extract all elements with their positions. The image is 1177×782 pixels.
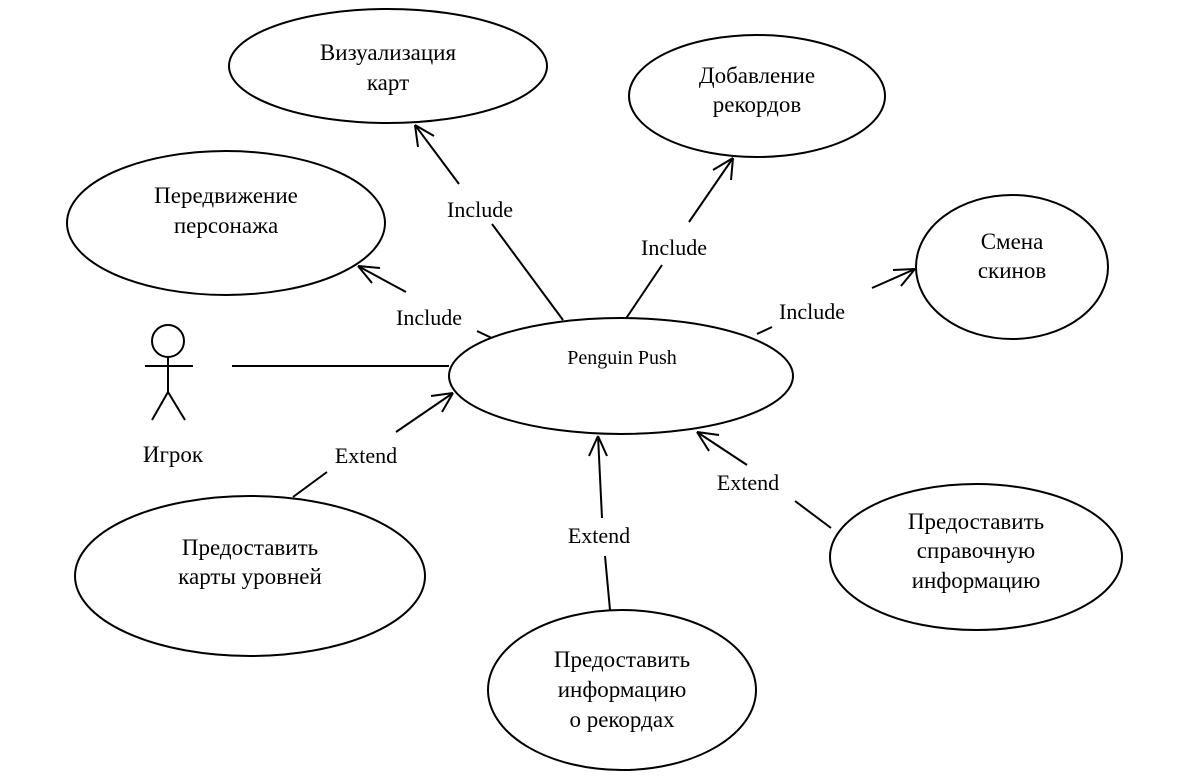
use-case-skins-line-2: скинов xyxy=(978,258,1047,283)
use-case-help-info-line-2: справочную xyxy=(917,538,1035,563)
use-case-records-info-line-3: о рекордах xyxy=(569,707,675,732)
relation-label-visualization: Include xyxy=(447,197,513,222)
use-case-records-info-line-2: информацию xyxy=(558,677,687,702)
connector-skins xyxy=(756,268,916,335)
use-case-movement-line-2: персонажа xyxy=(174,213,278,238)
use-case-help-info: Предоставить справочную информацию xyxy=(829,483,1123,631)
actor-left-leg xyxy=(151,391,169,421)
connector-levels xyxy=(292,392,454,498)
actor-right-leg xyxy=(167,391,186,421)
use-case-levels-line-1: Предоставить xyxy=(182,535,318,560)
connector-help-info xyxy=(696,431,832,529)
use-case-records-add-line-2: рекордов xyxy=(713,92,802,117)
use-case-records-info-line-1: Предоставить xyxy=(554,647,690,672)
relation-label-records-add: Include xyxy=(641,235,707,260)
connector-movement xyxy=(357,265,497,341)
use-case-help-info-line-1: Предоставить xyxy=(908,509,1044,534)
use-case-visualization-line-1: Визуализация xyxy=(320,40,457,65)
actor-head xyxy=(151,324,185,358)
use-case-skins-line-1: Смена xyxy=(981,229,1044,254)
connector-records-info xyxy=(588,435,611,611)
system-use-case: Penguin Push xyxy=(448,317,794,435)
use-case-help-info-line-3: информацию xyxy=(912,568,1041,593)
connector-records-add xyxy=(624,157,734,321)
use-case-levels-line-2: карты уровней xyxy=(178,564,322,589)
relation-label-movement: Include xyxy=(396,305,462,330)
use-case-levels: Предоставить карты уровней xyxy=(74,495,426,657)
use-case-skins: Смена скинов xyxy=(915,194,1109,340)
relation-label-skins: Include xyxy=(779,299,845,324)
connector-visualization xyxy=(414,124,564,321)
use-case-records-add-line-1: Добавление xyxy=(699,63,815,88)
use-case-movement-line-1: Передвижение xyxy=(154,183,298,208)
system-label: Penguin Push xyxy=(567,347,676,369)
use-case-records-add: Добавление рекордов xyxy=(628,34,886,158)
use-case-visualization-line-2: карт xyxy=(367,70,409,95)
use-case-movement: Передвижение персонажа xyxy=(66,150,386,296)
actor-player: Игрок xyxy=(143,324,204,467)
relation-label-levels: Extend xyxy=(335,443,397,468)
use-case-visualization: Визуализация карт xyxy=(228,8,548,124)
relation-label-records-info: Extend xyxy=(568,523,630,548)
relation-label-help-info: Extend xyxy=(717,470,779,495)
use-case-records-info: Предоставить информацию о рекордах xyxy=(487,609,757,771)
actor-label: Игрок xyxy=(143,442,204,467)
